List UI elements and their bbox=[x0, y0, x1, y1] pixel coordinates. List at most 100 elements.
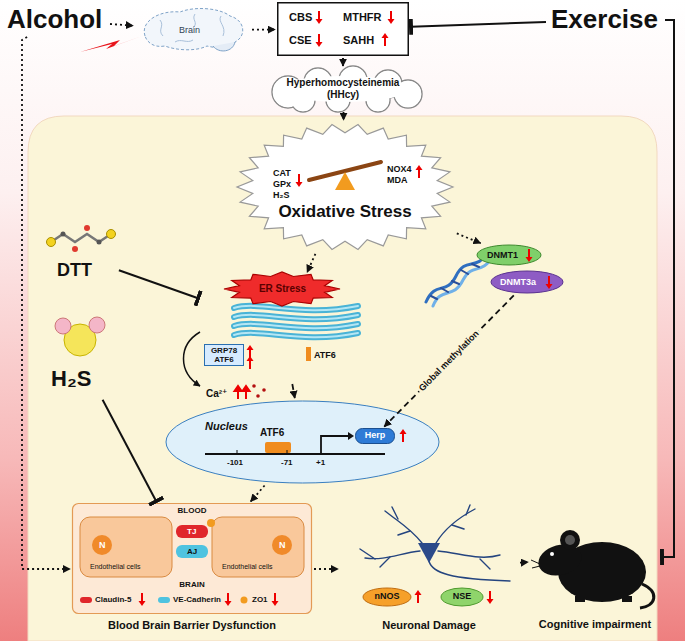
circle-shape bbox=[207, 519, 215, 527]
circle-shape bbox=[107, 230, 116, 239]
rect-shape bbox=[73, 504, 312, 614]
circle-shape bbox=[55, 318, 71, 334]
path-shape bbox=[436, 509, 475, 543]
enzyme-box: CBSMTHFRCSESAHH bbox=[277, 2, 409, 56]
path-shape bbox=[382, 33, 389, 38]
circle-shape bbox=[89, 317, 105, 333]
path-shape bbox=[385, 511, 422, 543]
path-shape bbox=[548, 276, 550, 285]
path-shape bbox=[390, 11, 392, 20]
path-shape bbox=[234, 333, 358, 337]
node-text: CSE bbox=[289, 34, 312, 47]
arrow-line bbox=[520, 561, 528, 563]
circle-shape bbox=[252, 384, 256, 388]
node-text: +1 bbox=[316, 458, 325, 467]
path-shape bbox=[528, 249, 530, 258]
node-text: AJ bbox=[187, 547, 197, 556]
node-text: Herp bbox=[365, 430, 386, 440]
node-text: CBS bbox=[289, 11, 312, 24]
path-shape bbox=[398, 531, 410, 535]
node-text: DNMT1 bbox=[487, 250, 518, 260]
path-shape bbox=[402, 433, 404, 442]
node-text: GPx bbox=[273, 179, 291, 189]
inhibition-line bbox=[119, 270, 198, 298]
path-shape bbox=[489, 591, 491, 600]
path-shape bbox=[234, 333, 358, 337]
path-shape bbox=[546, 284, 553, 289]
path-shape bbox=[225, 601, 232, 606]
ellipse-shape bbox=[491, 271, 563, 293]
mouse-figure-outline bbox=[530, 480, 660, 635]
path-shape bbox=[433, 256, 493, 306]
path-shape bbox=[272, 601, 279, 606]
path-shape bbox=[438, 551, 500, 557]
circle-shape bbox=[560, 530, 580, 550]
node-text: VE-Cadherin bbox=[173, 595, 221, 604]
rect-shape bbox=[278, 3, 409, 56]
path-shape bbox=[318, 34, 320, 43]
path-shape bbox=[247, 345, 254, 350]
path-shape bbox=[418, 543, 440, 563]
node-text: BLOOD bbox=[178, 506, 207, 515]
circle-shape bbox=[72, 246, 78, 252]
path-shape bbox=[234, 315, 358, 319]
circle-shape bbox=[272, 535, 292, 555]
path-shape bbox=[487, 599, 494, 604]
path-shape bbox=[316, 19, 323, 24]
arrow-line bbox=[252, 29, 275, 31]
node-text: Endothelial cells bbox=[90, 563, 141, 571]
factor-title: Alcohol bbox=[4, 4, 108, 36]
node-text: BRAIN bbox=[179, 580, 204, 589]
rect-shape bbox=[176, 545, 208, 558]
bbb-panel: BLOODNTJNAJEndothelial cellsEndothelial … bbox=[72, 503, 312, 635]
arrow-line bbox=[342, 58, 344, 66]
polygon-shape bbox=[237, 125, 453, 250]
node-text: ER Stress bbox=[259, 283, 306, 295]
path-shape bbox=[380, 557, 390, 567]
path-shape bbox=[213, 42, 235, 51]
path-shape bbox=[348, 432, 354, 440]
gene-pill: Herp bbox=[355, 428, 395, 444]
node-text: DNMT3a bbox=[500, 277, 536, 287]
line-shape bbox=[205, 453, 385, 455]
starburst-node: CATGPxH₂SNOX4MDAOxidative Stress bbox=[235, 122, 455, 252]
arrow-line bbox=[307, 254, 315, 272]
path-shape bbox=[235, 386, 250, 399]
path-shape bbox=[418, 169, 420, 178]
path-shape bbox=[247, 356, 254, 361]
starburst-node-outline bbox=[235, 122, 455, 252]
circle-shape bbox=[241, 597, 248, 604]
path-shape bbox=[274, 593, 276, 602]
path-shape bbox=[531, 560, 540, 568]
node-text: N bbox=[279, 540, 286, 550]
circle-shape bbox=[92, 535, 112, 555]
path-shape bbox=[28, 116, 657, 641]
cloud-node: Hyperhomocysteinemia (HHcy) bbox=[258, 68, 428, 110]
rect-shape bbox=[575, 596, 585, 602]
path-shape bbox=[384, 37, 386, 46]
path-shape bbox=[234, 324, 358, 328]
ion-label: Ca²⁺ bbox=[206, 388, 227, 399]
node-text: H₂S bbox=[51, 366, 91, 391]
node-text: DTT bbox=[57, 260, 92, 281]
ellipse-shape bbox=[277, 76, 409, 102]
node-text: MTHFR bbox=[343, 11, 382, 24]
path-shape bbox=[400, 429, 407, 434]
arrow-line bbox=[314, 568, 338, 570]
arrow-line bbox=[110, 24, 133, 26]
node-text: Cognitive impairment bbox=[539, 618, 651, 631]
circle-shape bbox=[47, 238, 56, 247]
polygon-shape bbox=[335, 172, 355, 190]
rect-shape bbox=[622, 596, 632, 602]
rect-shape bbox=[212, 517, 304, 577]
path-shape bbox=[234, 306, 358, 310]
inhibition-line bbox=[662, 20, 674, 557]
inhibition-line bbox=[411, 22, 546, 27]
node-text: ZO1 bbox=[252, 595, 268, 604]
path-shape bbox=[234, 315, 358, 319]
path-shape bbox=[139, 601, 146, 606]
path-shape bbox=[360, 505, 470, 559]
path-shape bbox=[234, 324, 358, 328]
g-shape bbox=[360, 505, 510, 581]
